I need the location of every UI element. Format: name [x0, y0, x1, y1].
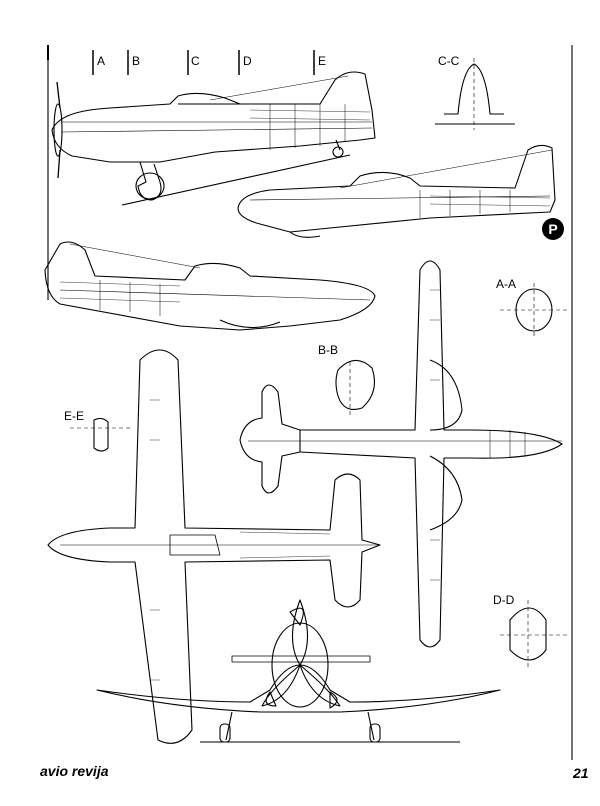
station-label-c: C: [191, 54, 200, 68]
section-d-d: [500, 600, 568, 670]
page-number: 21: [573, 765, 589, 781]
section-label-a-a: A-A: [496, 277, 517, 291]
magazine-title: avio revija: [40, 763, 109, 779]
side-view-gear-up: [237, 144, 556, 238]
section-label-c-c: C-C: [438, 54, 460, 68]
section-label-e-e: E-E: [64, 409, 85, 423]
section-b-b: [335, 359, 375, 415]
side-view-gear-down: [51, 71, 376, 206]
section-e-e: [70, 417, 130, 452]
station-label-a: A: [97, 54, 106, 68]
page-frame: [47, 45, 573, 760]
station-label-e: E: [318, 54, 327, 68]
plan-view-bottom: [47, 349, 381, 744]
station-label-b: B: [132, 54, 141, 68]
section-c-c: [435, 58, 515, 130]
station-lines: [92, 50, 315, 75]
publisher-logo: P: [542, 218, 564, 240]
side-view-reverse: [44, 241, 376, 331]
section-a-a: [500, 283, 568, 338]
plan-view-top: [239, 260, 563, 648]
station-label-d: D: [243, 54, 252, 68]
section-label-b-b: B-B: [318, 343, 339, 357]
section-label-d-d: D-D: [493, 593, 515, 607]
front-view: [96, 599, 501, 743]
